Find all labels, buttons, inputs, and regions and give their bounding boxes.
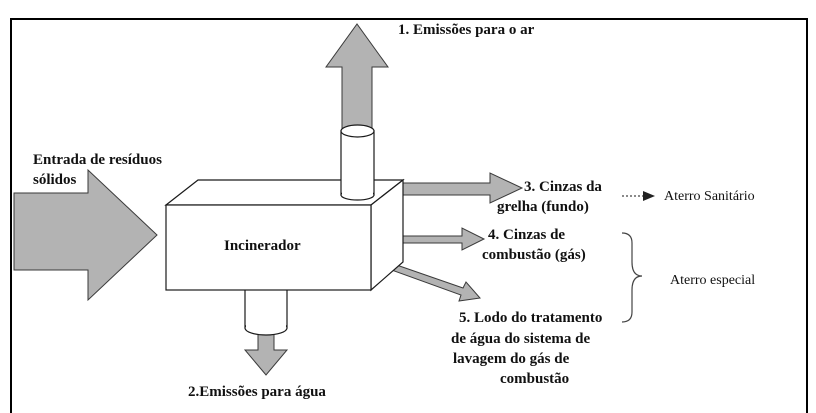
grate-ash-label-line2: grelha (fundo) (497, 199, 589, 215)
sludge-label-line2: de água do sistema de (451, 331, 591, 347)
incinerator-label: Incinerador (224, 238, 301, 254)
sludge-label-line3: lavagem do gás de (453, 351, 570, 367)
grate-ash-label-line1: 3. Cinzas da (524, 179, 602, 195)
figure-frame (10, 18, 808, 413)
bottom-pipe (244, 287, 288, 336)
combustion-ash-label-line2: combustão (gás) (482, 247, 586, 263)
sludge-arrow (385, 261, 481, 302)
air-emissions-arrow (325, 23, 389, 141)
input-label-line1: Entrada de resíduos (33, 152, 162, 168)
water-emissions-label: 2.Emissões para água (188, 384, 326, 400)
special-landfill-brace (621, 232, 643, 323)
input-label-line2: sólidos (33, 172, 77, 188)
combustion-ash-label-line1: 4. Cinzas de (488, 227, 566, 243)
input-arrow (13, 168, 158, 302)
air-emissions-label: 1. Emissões para o ar (398, 22, 535, 38)
chimney (340, 124, 375, 201)
special-landfill-label: Aterro especial (670, 273, 756, 288)
sludge-label-line4: combustão (500, 371, 570, 387)
combustion-ash-arrow (397, 227, 486, 251)
sanitary-landfill-label: Aterro Sanitário (664, 189, 755, 204)
sludge-label-line1: 5. Lodo do tratamento (459, 310, 603, 326)
sanitary-arrowhead (643, 191, 655, 201)
